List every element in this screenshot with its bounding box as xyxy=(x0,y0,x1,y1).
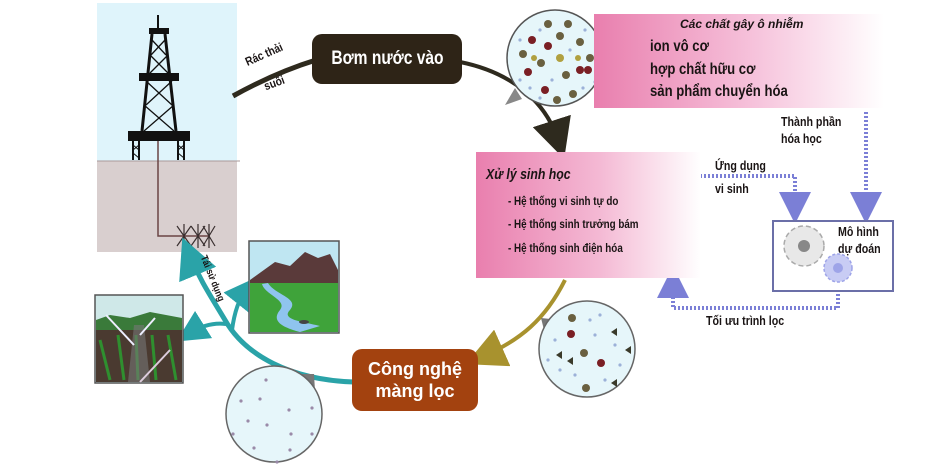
chem-composition-line1: Thành phần xyxy=(781,114,842,129)
oil-rig-icon xyxy=(97,3,240,252)
pollutants-heading: Các chất gây ô nhiễm xyxy=(680,17,804,31)
pump-in-node: Bơm nước vào xyxy=(312,34,462,84)
microbial-app-line1: Ứng dụng xyxy=(715,158,766,173)
pollutants-panel xyxy=(594,14,884,108)
microbial-app-line2: vi sinh xyxy=(715,181,749,196)
chem-composition-line2: hóa học xyxy=(781,131,822,146)
bio-treatment-heading: Xử lý sinh học xyxy=(486,166,571,183)
pump-in-label: Bơm nước vào xyxy=(330,48,444,69)
mountain-river-icon xyxy=(248,240,340,334)
pollutant-item: hợp chất hữu cơ xyxy=(650,61,756,78)
membrane-label-line1: Công nghệ xyxy=(368,359,462,379)
bio-treatment-item: - Hệ thống vi sinh tự do xyxy=(508,194,619,208)
membrane-tech-node: Công nghệ màng lọc xyxy=(352,349,478,411)
dotted-arrow-model-to-optimize xyxy=(657,266,840,310)
magnified-clean-water-icon xyxy=(225,365,323,464)
dotted-arrow-microbe-to-model xyxy=(700,174,811,224)
model-label-line2: dự đoán xyxy=(838,241,881,256)
pollutant-item: ion vô cơ xyxy=(650,38,709,55)
irrigation-field-icon xyxy=(94,294,184,384)
pollutant-item: sản phẩm chuyển hóa xyxy=(650,83,788,100)
optimize-filter-label: Tối ưu trình lọc xyxy=(706,313,785,328)
gear-icon xyxy=(783,225,853,283)
bio-treatment-panel xyxy=(476,152,701,278)
prediction-model-box: Mô hình dự đoán xyxy=(772,220,894,292)
waste-stream-line xyxy=(231,57,317,99)
bio-treatment-item: - Hệ thống sinh trưởng bám xyxy=(508,217,639,231)
magnified-particles-mid-icon xyxy=(538,300,636,398)
bio-treatment-item: - Hệ thống sinh điện hóa xyxy=(508,241,623,255)
membrane-label-line2: màng lọc xyxy=(375,381,455,401)
model-label-line1: Mô hình xyxy=(838,224,879,239)
flow-arrow-bio-to-membrane xyxy=(465,279,567,367)
